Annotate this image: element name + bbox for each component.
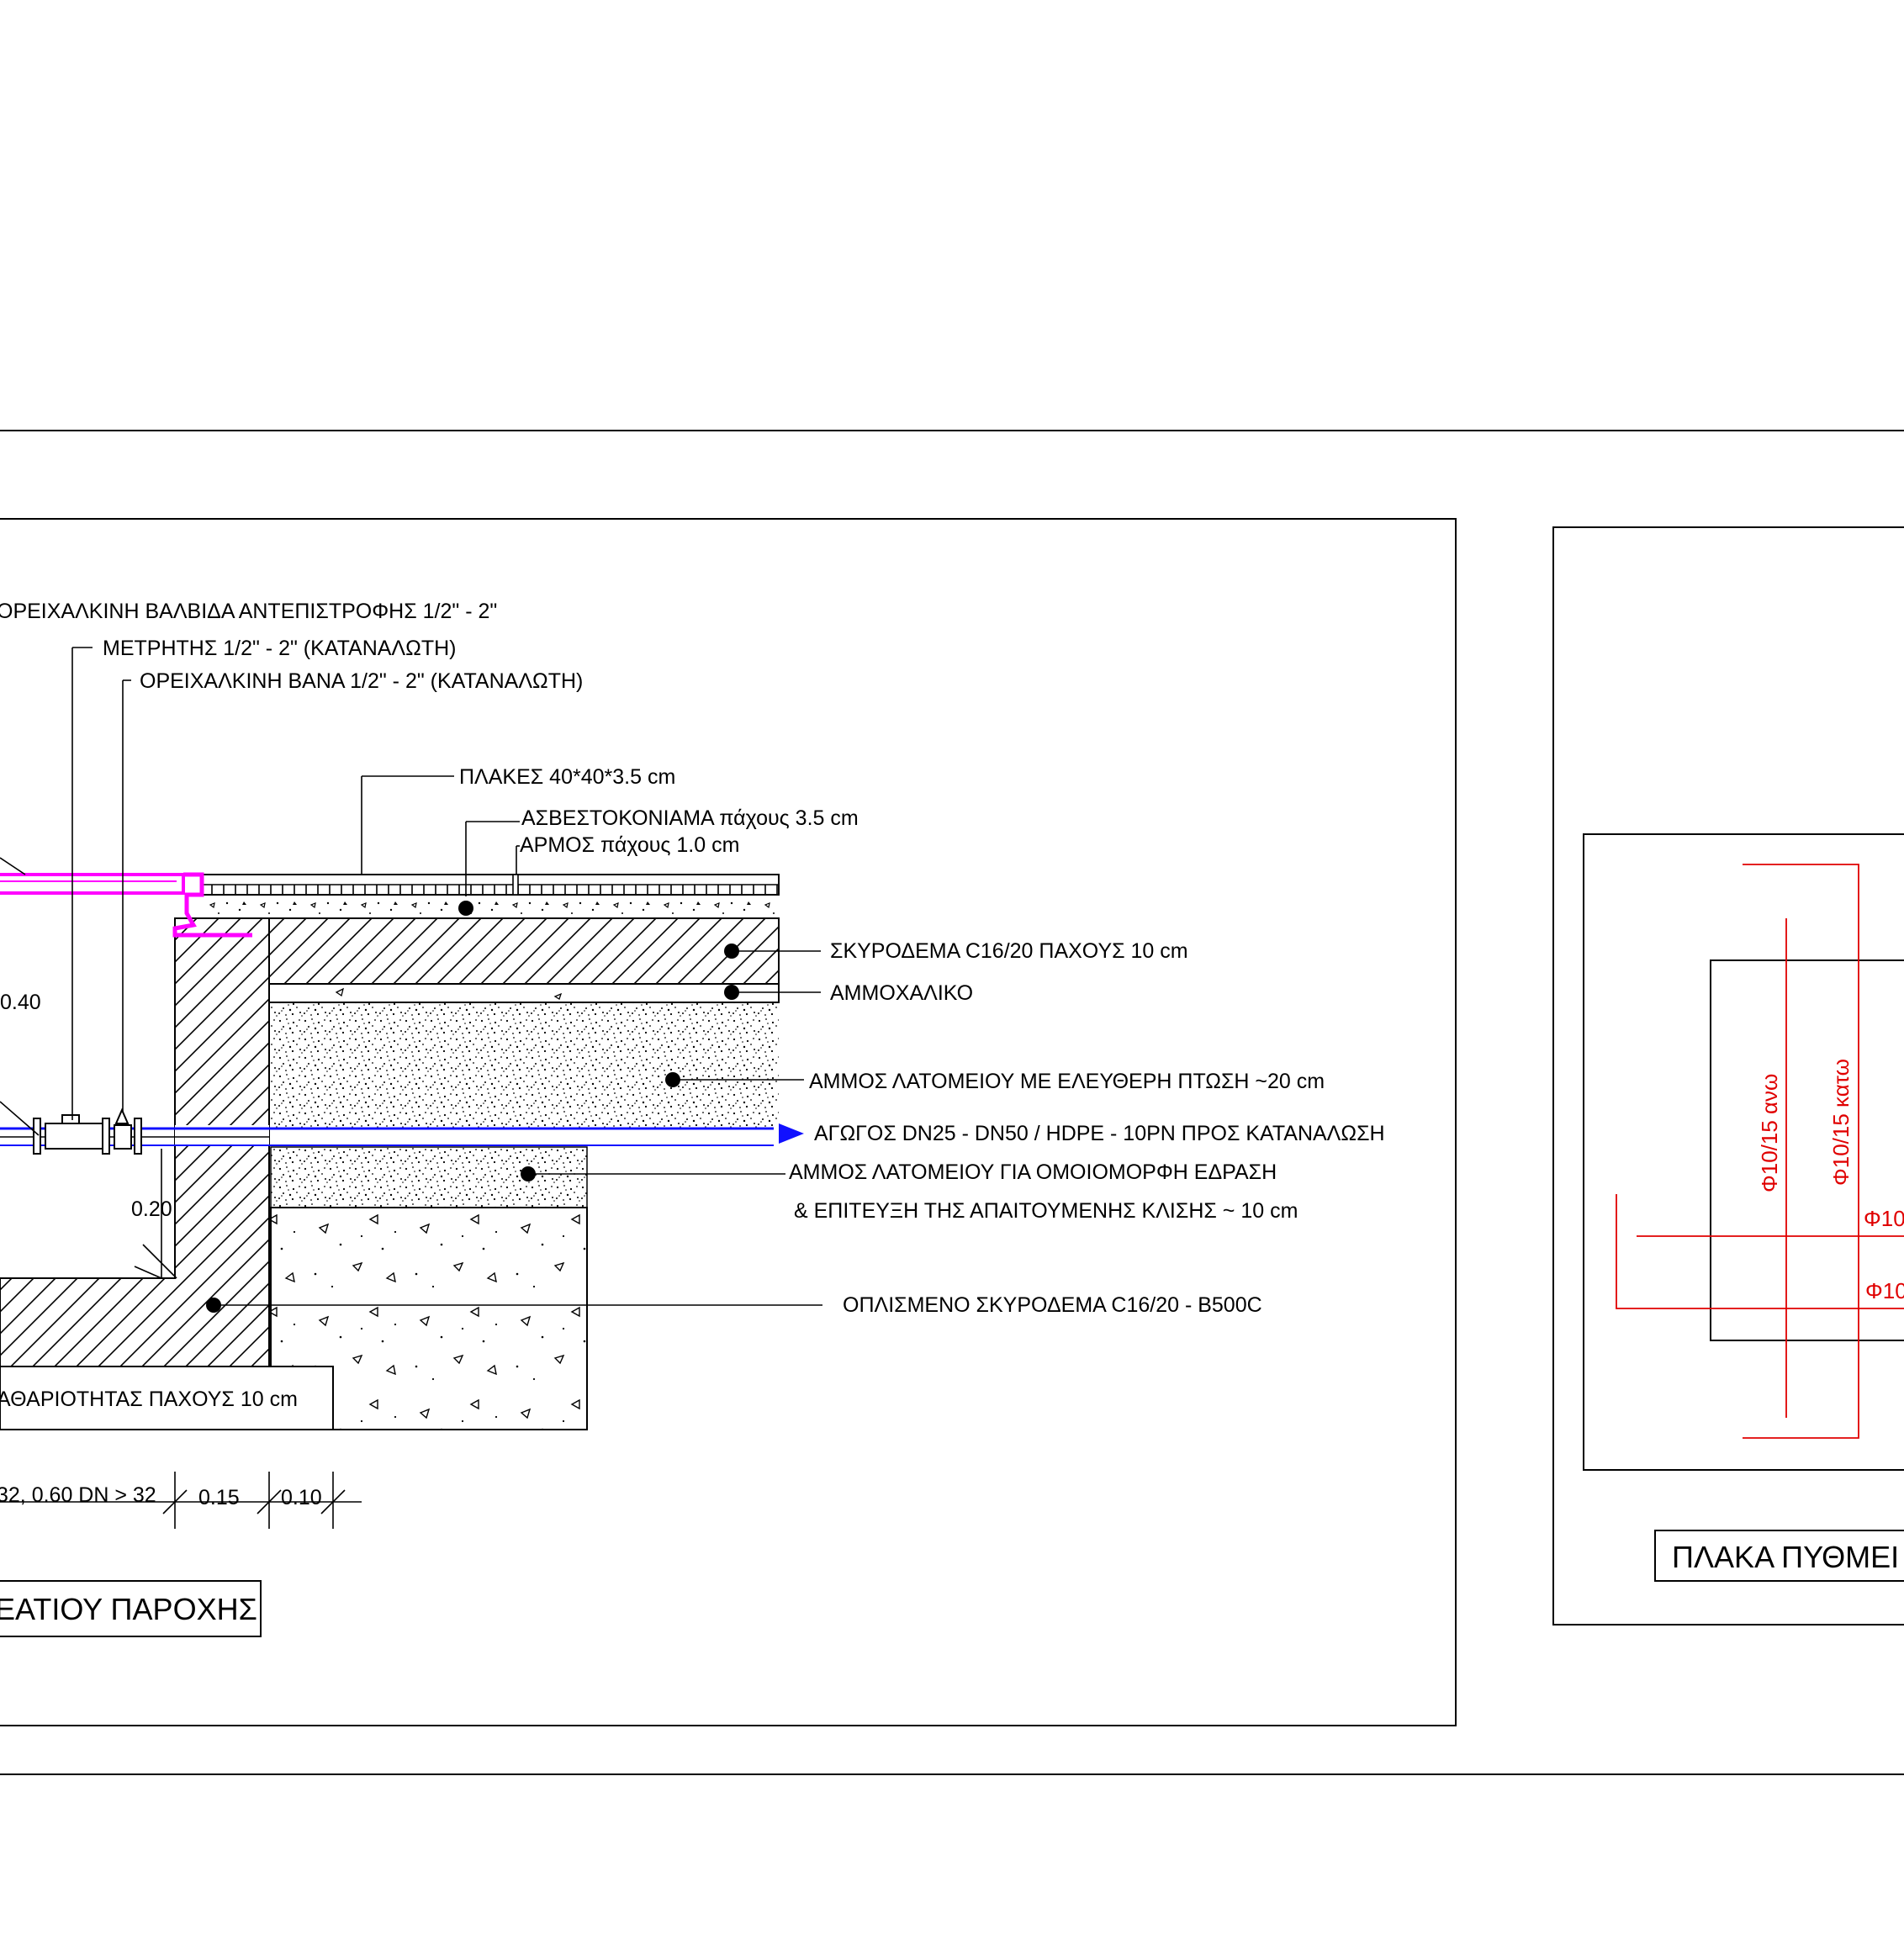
rebar-label-1: Φ10	[1864, 1206, 1904, 1231]
dim-height-upper: 0.40	[0, 991, 41, 1014]
label-joint: ΑΡΜΟΣ πάχους 1.0 cm	[520, 833, 739, 857]
label-sand-bedding-1: ΑΜΜΟΣ ΛΑΤΟΜΕΙΟΥ ΓΙΑ ΟΜΟΙΟΜΟΡΦΗ ΕΔΡΑΣΗ	[789, 1160, 1277, 1184]
plan-inner-opening	[1710, 959, 1904, 1341]
plan-title-box	[1654, 1530, 1904, 1582]
joint-mark	[512, 874, 519, 896]
rebar-bottom-label: Φ10/15 κατω	[1828, 1059, 1854, 1186]
section-frame	[0, 518, 1457, 1726]
dim-height-lower: 0.20	[131, 1197, 172, 1221]
dimension-lines	[0, 1149, 362, 1529]
gravel-layer	[268, 983, 780, 1003]
concrete-slab	[268, 917, 780, 985]
label-reinforced-concrete: ΟΠΛΙΣΜΕΝΟ ΣΚΥΡΟΔΕΜΑ C16/20 - B500C	[843, 1293, 1262, 1317]
label-gravel: ΑΜΜΟΧΑΛΙΚΟ	[830, 981, 973, 1005]
dim-width-note: 32, 0.60 DN > 32	[0, 1483, 156, 1507]
label-pipe: ΑΓΩΓΟΣ DN25 - DN50 / HDPE - 10PN ΠΡΟΣ ΚΑ…	[814, 1122, 1385, 1145]
label-check-valve: ΟΡΕΙΧΑΛΚΙΝΗ ΒΑΛΒΙΔΑ ΑΝΤΕΠΙΣΤΡΟΦΗΣ 1/2" -…	[0, 600, 497, 623]
label-brass-valve: ΟΡΕΙΧΑΛΚΙΝΗ ΒΑΝΑ 1/2" - 2" (ΚΑΤΑΝΑΛΩΤΗ)	[140, 669, 583, 693]
plan-frame	[1552, 526, 1904, 1625]
cleanliness-concrete	[0, 1366, 334, 1430]
chamber-wall	[0, 917, 270, 1367]
label-cleanliness-concrete: ΑΘΑΡΙΟΤΗΤΑΣ ΠΑΧΟΥΣ 10 cm	[0, 1388, 298, 1411]
label-tiles: ΠΛΑΚΕΣ 40*40*3.5 cm	[459, 765, 675, 789]
rebar-label-2: Φ10	[1865, 1278, 1904, 1303]
chamber-cover	[0, 873, 185, 895]
label-concrete: ΣΚΥΡΟΔΕΜΑ C16/20 ΠΑΧΟΥΣ 10 cm	[830, 939, 1188, 963]
label-lime-mortar: ΑΣΒΕΣΤΟΚΟΝΙΑΜΑ πάχους 3.5 cm	[521, 806, 859, 830]
label-sand-bedding-2: & ΕΠΙΤΕΥΞΗ ΤΗΣ ΑΠΑΙΤΟΥΜΕΝΗΣ ΚΛΙΣΗΣ ~ 10 …	[794, 1199, 1298, 1223]
sand-free-fall-layer	[271, 1002, 779, 1129]
leader-dots	[206, 901, 739, 1313]
dim-base: 0.10	[281, 1486, 322, 1509]
label-sand-free-fall: ΑΜΜΟΣ ΛΑΤΟΜΕΙΟΥ ΜΕ ΕΛΕΥΘΕΡΗ ΠΤΩΣΗ ~20 cm	[809, 1070, 1325, 1093]
label-meter: ΜΕΤΡΗΤΗΣ 1/2" - 2" (ΚΑΤΑΝΑΛΩΤΗ)	[103, 637, 456, 660]
lime-mortar-layer	[202, 895, 779, 918]
leader-lines	[0, 647, 822, 1306]
pipe-arrow	[779, 1123, 804, 1144]
rebar-top-label: Φ10/15 ανω	[1757, 1074, 1782, 1192]
rebar-lines	[1616, 864, 1904, 1439]
plan-outer-slab	[1583, 833, 1904, 1471]
meter-fitting	[33, 1114, 110, 1155]
valve-fitting	[114, 1107, 142, 1155]
section-title-box	[0, 1580, 262, 1637]
dim-wall: 0.15	[198, 1486, 240, 1509]
plan-title: ΠΛΑΚΑ ΠΥΘΜΕΙ	[1672, 1540, 1899, 1574]
section-title: ΕΑΤΙΟΥ ΠΑΡΟΧΗΣ	[0, 1592, 257, 1626]
sand-bedding-layer	[270, 1146, 588, 1208]
